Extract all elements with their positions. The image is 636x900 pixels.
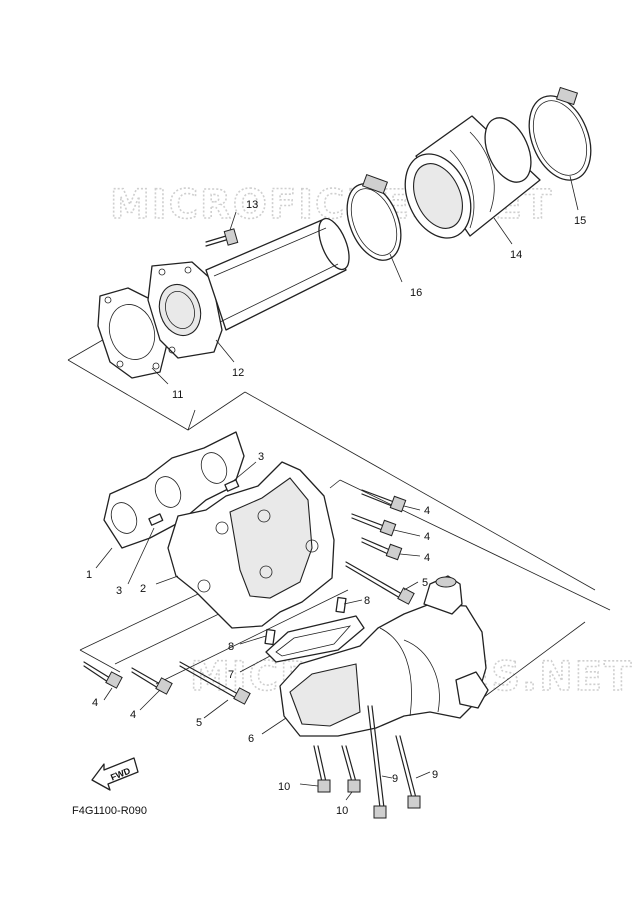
callout-1: 1 <box>86 569 92 581</box>
callout-3b: 3 <box>258 451 264 463</box>
callout-5b: 5 <box>196 717 202 729</box>
bolt-4-c[interactable] <box>361 537 403 561</box>
callout-11: 11 <box>172 389 183 401</box>
bolt-4-d[interactable] <box>83 661 123 689</box>
callout-labels: 13 11 12 16 14 15 1 3 2 3 4 4 4 5 8 8 7 … <box>86 199 586 817</box>
callout-8a: 8 <box>364 595 370 607</box>
exhaust-body-6[interactable] <box>279 575 489 737</box>
bolt-9-a[interactable] <box>367 705 387 819</box>
callout-4d: 4 <box>92 697 98 709</box>
callout-4e: 4 <box>130 709 136 721</box>
bolt-4-a[interactable] <box>361 489 407 513</box>
callout-8b: 8 <box>228 641 234 653</box>
gasket-7[interactable] <box>265 615 365 663</box>
exhaust-pipe-12[interactable] <box>147 214 355 359</box>
callout-10b: 10 <box>336 805 348 817</box>
callout-16: 16 <box>410 287 422 299</box>
exhaust-manifold-2[interactable] <box>167 461 335 629</box>
hose-clamp-16[interactable] <box>337 173 411 268</box>
bolt-9-b[interactable] <box>395 735 421 809</box>
callout-12: 12 <box>232 367 244 379</box>
callout-4b: 4 <box>424 531 430 543</box>
callout-2: 2 <box>140 583 146 595</box>
bolt-10-a[interactable] <box>313 745 331 793</box>
diagram-code: F4G1100-R090 <box>72 805 147 817</box>
exhaust-hose-14[interactable] <box>393 111 541 249</box>
dowel-pin-8b[interactable] <box>264 628 276 646</box>
bolt-13[interactable] <box>205 228 239 247</box>
upper-leaders <box>151 175 579 385</box>
forward-arrow-icon: FWD <box>91 757 139 791</box>
callout-6: 6 <box>248 733 254 745</box>
bolt-10-b[interactable] <box>341 745 361 793</box>
bolt-5-a[interactable] <box>345 561 415 605</box>
bolt-4-b[interactable] <box>351 513 397 537</box>
lower-leaders <box>95 461 431 801</box>
dowel-pin-3a[interactable] <box>148 513 164 526</box>
callout-7: 7 <box>228 669 234 681</box>
dowel-pin-8a[interactable] <box>335 596 347 614</box>
callout-15: 15 <box>574 215 586 227</box>
callout-9b: 9 <box>432 769 438 781</box>
callout-9a: 9 <box>392 773 398 785</box>
callout-14: 14 <box>510 249 522 261</box>
callout-5a: 5 <box>422 577 428 589</box>
dowel-pin-3b[interactable] <box>224 479 240 492</box>
callout-10a: 10 <box>278 781 290 793</box>
bolt-5-b[interactable] <box>179 661 251 705</box>
hose-clamp-15[interactable] <box>518 86 603 190</box>
callout-13: 13 <box>246 199 258 211</box>
callout-4c: 4 <box>424 552 430 564</box>
bolt-4-e[interactable] <box>131 667 173 695</box>
exhaust-manifold-gasket-1[interactable] <box>103 431 245 549</box>
callout-3a: 3 <box>116 585 122 597</box>
callout-4a: 4 <box>424 505 430 517</box>
